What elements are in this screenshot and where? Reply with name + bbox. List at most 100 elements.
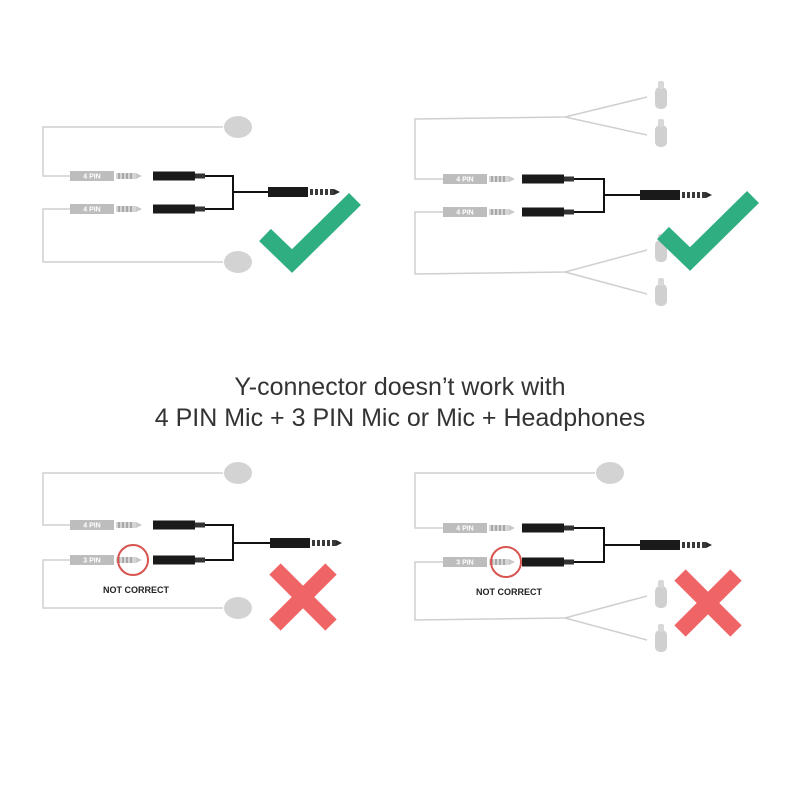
- output-plug-body: [640, 540, 680, 550]
- cross-icon: [269, 563, 337, 631]
- cable-top: [414, 472, 595, 529]
- headline-line-2: 4 PIN Mic + 3 PIN Mic or Mic + Headphone…: [154, 404, 646, 432]
- plug-ring: [491, 176, 493, 182]
- plug-top: 4 PIN: [443, 174, 515, 184]
- output-plug-jack: [312, 540, 336, 546]
- output-plug-ring: [690, 192, 692, 198]
- plug-bottom: 3 PIN: [70, 555, 142, 565]
- output-plug-body: [270, 538, 310, 548]
- y-adapter-collar: [564, 209, 574, 215]
- plug-top: 4 PIN: [70, 520, 142, 530]
- plug-ring: [122, 206, 124, 212]
- plug-ring: [499, 209, 501, 215]
- y-adapter-collar: [195, 206, 205, 212]
- cable-top-split: [564, 116, 648, 136]
- output-plug-ring: [700, 542, 702, 548]
- earbud-icon: [655, 81, 667, 109]
- y-adapter-wire: [574, 178, 605, 213]
- plug-bottom: 3 PIN: [443, 557, 515, 567]
- plug-ring: [130, 557, 132, 563]
- y-adapter-socket: [153, 555, 195, 565]
- y-adapter-wire: [205, 175, 234, 210]
- output-plug: [640, 190, 712, 200]
- plug-ring: [491, 525, 493, 531]
- plug-ring: [503, 176, 505, 182]
- output-plug-body: [640, 190, 680, 200]
- cable-bottom-split: [564, 617, 648, 641]
- earbud-icon: [655, 119, 667, 147]
- y-adapter-collar: [195, 173, 205, 179]
- y-adapter-socket: [153, 204, 195, 214]
- output-plug-ring: [685, 192, 687, 198]
- output-plug-ring: [325, 540, 327, 546]
- output-plug-jack: [682, 192, 706, 198]
- microphone-icon: [224, 251, 252, 273]
- y-adapter-collar: [564, 176, 574, 182]
- output-plug-tip: [706, 192, 712, 198]
- plug-bottom-label: 4 PIN: [456, 210, 474, 217]
- plug-bottom-label: 3 PIN: [456, 560, 474, 567]
- earbud-icon: [655, 278, 667, 306]
- y-adapter-socket: [522, 207, 564, 217]
- plug-bottom: 4 PIN: [443, 207, 515, 217]
- plug-tip: [136, 173, 142, 179]
- plug-ring: [503, 525, 505, 531]
- output-plug-jack: [310, 189, 334, 195]
- output-plug-ring: [690, 542, 692, 548]
- plug-body: [70, 204, 114, 214]
- panel-bottom-left: 4 PIN 3 PIN NOT CORRECT: [42, 462, 342, 631]
- cross-icon: [674, 569, 742, 637]
- cable-bottom: [42, 208, 223, 263]
- plug-ring: [495, 209, 497, 215]
- highlight-circle: [490, 546, 522, 578]
- output-plug: [268, 187, 340, 197]
- plug-bottom: 4 PIN: [70, 204, 142, 214]
- plug-tip: [509, 525, 515, 531]
- y-adapter-socket: [522, 174, 564, 184]
- output-plug-body: [268, 187, 308, 197]
- plug-ring: [495, 525, 497, 531]
- plug-ring: [130, 522, 132, 528]
- plug-ring: [122, 173, 124, 179]
- y-adapter-collar: [564, 559, 574, 565]
- output-plug-ring: [695, 192, 697, 198]
- plug-top-label: 4 PIN: [456, 177, 474, 184]
- plug-ring: [126, 173, 128, 179]
- microphone-icon: [224, 597, 252, 619]
- output-plug-ring: [695, 542, 697, 548]
- plug-tip: [136, 557, 142, 563]
- plug-ring: [118, 173, 120, 179]
- y-adapter-wire: [205, 524, 234, 561]
- not-correct-label: NOT CORRECT: [103, 585, 169, 595]
- output-plug: [640, 540, 712, 550]
- plug-body: [443, 174, 487, 184]
- plug-ring: [499, 176, 501, 182]
- plug-top-label: 4 PIN: [83, 174, 101, 181]
- plug-top-label: 4 PIN: [456, 526, 474, 533]
- plug-ring: [122, 522, 124, 528]
- plug-ring: [499, 525, 501, 531]
- output-plug-ring: [328, 189, 330, 195]
- output-plug-ring: [318, 189, 320, 195]
- plug-ring: [118, 206, 120, 212]
- plug-ring: [495, 176, 497, 182]
- headline-line-1: Y-connector doesn’t work with: [234, 373, 566, 401]
- plug-body: [70, 171, 114, 181]
- plug-tip: [136, 206, 142, 212]
- y-adapter-socket: [522, 523, 564, 533]
- plug-ring: [130, 206, 132, 212]
- plug-body: [443, 207, 487, 217]
- plug-bottom-label: 3 PIN: [83, 558, 101, 565]
- check-icon: [657, 190, 759, 271]
- output-plug-ring: [313, 189, 315, 195]
- output-plug-ring: [315, 540, 317, 546]
- plug-ring: [126, 557, 128, 563]
- y-adapter-socket: [153, 520, 195, 530]
- not-correct-label: NOT CORRECT: [476, 587, 542, 597]
- output-plug-ring: [685, 542, 687, 548]
- output-plug-tip: [334, 189, 340, 195]
- cable-bottom-split: [564, 271, 648, 295]
- plug-ring: [118, 522, 120, 528]
- plug-tip: [509, 209, 515, 215]
- earbud-icon: [655, 580, 667, 608]
